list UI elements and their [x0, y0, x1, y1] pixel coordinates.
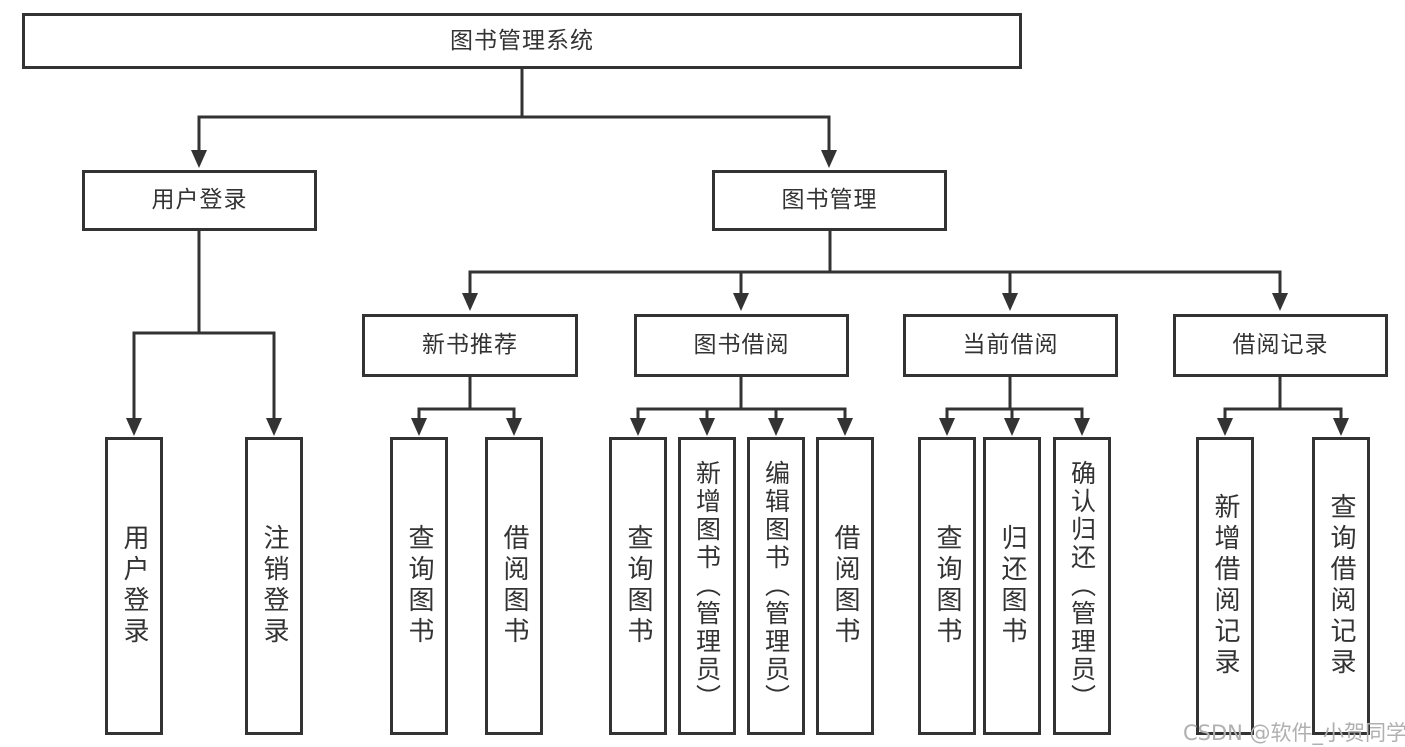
- leaf-confirm-return-admin: 确认归还（管理员）: [1053, 437, 1111, 735]
- connector-user-login-children: [126, 231, 282, 436]
- node-current-borrow: 当前借阅: [903, 314, 1118, 377]
- node-user-login: 用户登录: [82, 170, 317, 231]
- node-book-management: 图书管理: [712, 170, 947, 231]
- leaf-query-books-current: 查询图书: [918, 437, 976, 735]
- node-borrow-records-label: 借阅记录: [1232, 332, 1329, 358]
- leaf-borrow-books: 借阅图书: [816, 437, 874, 735]
- node-book-management-label: 图书管理: [781, 187, 878, 213]
- node-new-book-recommend-label: 新书推荐: [422, 332, 518, 358]
- connector-book-management-children: [462, 231, 1288, 311]
- leaf-query-borrow-record: 查询借阅记录: [1312, 437, 1370, 735]
- leaf-borrow-books-recommend: 借阅图书: [485, 437, 543, 735]
- node-library-system-label: 图书管理系统: [450, 27, 594, 54]
- node-book-borrow: 图书借阅: [634, 314, 849, 377]
- connector-root-to-level2: [191, 69, 837, 168]
- leaf-edit-books-admin: 编辑图书（管理员）: [747, 437, 805, 735]
- leaf-user-login: 用户登录: [105, 437, 163, 735]
- node-user-login-label: 用户登录: [151, 187, 248, 213]
- leaf-add-borrow-record: 新增借阅记录: [1196, 437, 1254, 735]
- connector-borrow-record-children: [1217, 377, 1349, 436]
- leaf-query-books-borrow: 查询图书: [609, 437, 667, 735]
- leaf-add-books-admin: 新增图书（管理员）: [678, 437, 736, 735]
- node-current-borrow-label: 当前借阅: [962, 332, 1059, 358]
- node-borrow-records: 借阅记录: [1173, 314, 1388, 377]
- node-book-borrow-label: 图书借阅: [693, 332, 790, 358]
- node-new-book-recommend: 新书推荐: [362, 314, 578, 377]
- connector-current-borrow-children: [939, 377, 1090, 436]
- leaf-logout: 注销登录: [245, 437, 303, 735]
- connector-book-borrow-children: [630, 377, 853, 436]
- csdn-watermark: CSDN @软件_小贺同学: [1183, 721, 1405, 745]
- connector-new-book-children: [411, 377, 522, 436]
- node-library-system: 图书管理系统: [22, 13, 1022, 69]
- leaf-query-books-recommend: 查询图书: [390, 437, 448, 735]
- leaf-return-books: 归还图书: [983, 437, 1041, 735]
